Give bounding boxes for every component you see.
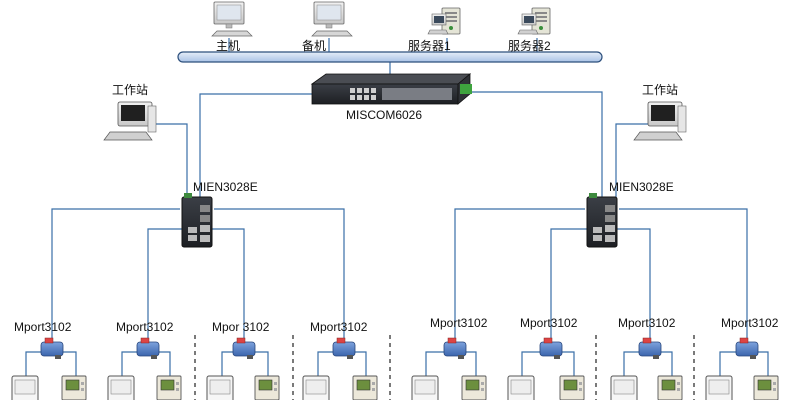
server2-label: 服务器2	[508, 38, 551, 53]
terminal-device-icon	[753, 375, 779, 400]
terminal-device-icon	[657, 375, 683, 400]
link-right-mport-3	[614, 228, 651, 342]
mport-3-icon	[232, 337, 256, 360]
backup-pc-icon	[311, 1, 353, 37]
terminal-pc-icon	[302, 375, 330, 400]
workstation-left-icon	[103, 101, 157, 141]
link-left-mport-2	[147, 228, 186, 342]
core-switch-icon	[310, 73, 472, 105]
link-workstation-left	[150, 123, 188, 197]
mport-2-label: Mport3102	[116, 320, 174, 334]
mport-1-icon	[40, 337, 64, 360]
link-right-mport-2	[550, 228, 590, 342]
mport-4-label: Mport3102	[310, 320, 368, 334]
host-label: 主机	[216, 39, 240, 53]
mport-5-icon	[443, 337, 467, 360]
terminal-pc-icon	[507, 375, 535, 400]
terminal-device-icon	[352, 375, 378, 400]
mport-5-label: Mport3102	[430, 316, 488, 330]
mport-7-icon	[638, 337, 662, 360]
access-switch-left-label: MIEN3028E	[193, 180, 258, 194]
workstation-right-icon	[633, 101, 687, 141]
mport-group	[40, 337, 759, 360]
mport-1-label: Mport3102	[14, 320, 72, 334]
terminal-device-icon	[254, 375, 280, 400]
core-switch-label: MISCOM6026	[346, 108, 422, 122]
access-switch-right-label: MIEN3028E	[609, 180, 674, 194]
mport-7-label: Mport3102	[618, 316, 676, 330]
link-right-mport-4	[619, 208, 748, 342]
link-left-mport-1	[51, 208, 180, 342]
link-right-mport-1	[454, 208, 585, 342]
workstation-left-label: 工作站	[112, 83, 148, 97]
terminal-pc-icon	[206, 375, 234, 400]
terminal-device-icon	[156, 375, 182, 400]
server1-icon	[427, 7, 461, 35]
mport-8-label: Mport3102	[721, 316, 779, 330]
terminal-device-icon	[461, 375, 487, 400]
link-workstation-right	[615, 123, 650, 197]
ethernet-bus	[177, 51, 603, 63]
network-links	[25, 38, 769, 378]
links-mport-terminals	[25, 351, 769, 378]
terminal-pc-icon	[11, 375, 39, 400]
terminal-pc-icon	[705, 375, 733, 400]
mport-6-icon	[539, 337, 563, 360]
access-switch-left-icon	[181, 192, 213, 248]
terminal-pc-icon	[107, 375, 135, 400]
mport-6-label: Mport3102	[520, 316, 578, 330]
mport-4-icon	[332, 337, 356, 360]
terminal-device-icon	[559, 375, 585, 400]
server2-icon	[517, 7, 551, 35]
link-core-left-switch	[199, 93, 312, 197]
mport-3-label: Mpor 3102	[212, 320, 270, 334]
backup-label: 备机	[302, 39, 326, 53]
link-left-mport-3	[210, 228, 245, 342]
group-separators	[194, 335, 695, 400]
terminal-pc-icon	[411, 375, 439, 400]
link-core-right-switch	[468, 91, 603, 197]
server1-label: 服务器1	[408, 38, 451, 53]
host-pc-icon	[211, 1, 253, 37]
access-switch-right-icon	[586, 192, 618, 248]
bottom-terminals	[11, 375, 779, 400]
link-left-mport-4	[214, 208, 345, 342]
terminal-device-icon	[61, 375, 87, 400]
mport-2-icon	[136, 337, 160, 360]
workstation-right-label: 工作站	[642, 83, 678, 97]
terminal-pc-icon	[610, 375, 638, 400]
mport-8-icon	[735, 337, 759, 360]
